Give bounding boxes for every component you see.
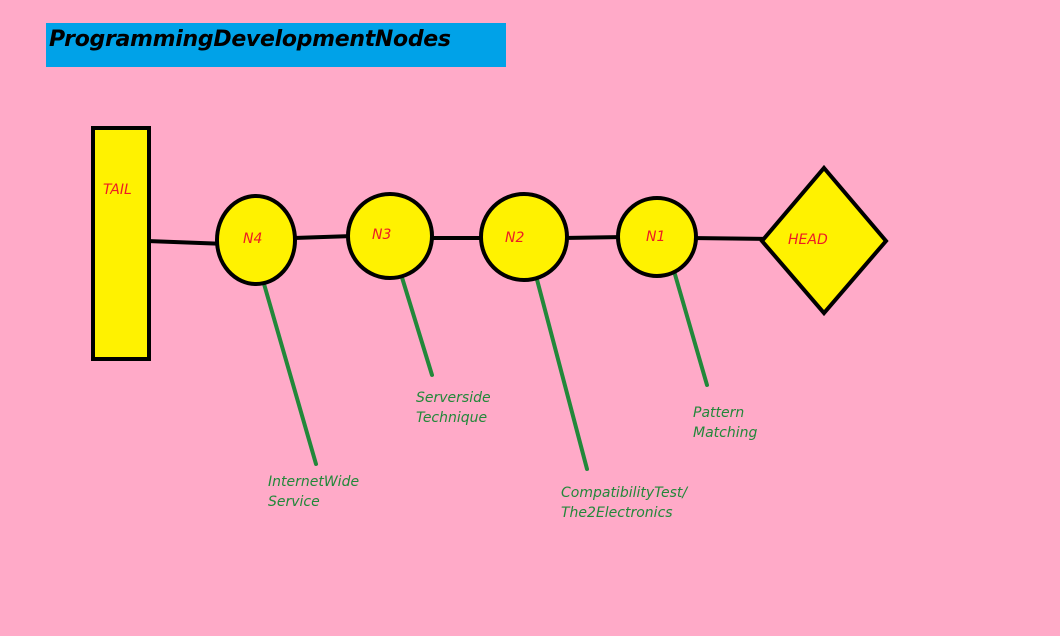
connector-n4-n3 xyxy=(292,234,355,240)
node-n4-label: N4 xyxy=(243,231,262,247)
annotation-n1-line2: Matching xyxy=(693,425,757,441)
head-label: HEAD xyxy=(788,232,828,248)
annotation-line-n2 xyxy=(533,270,589,471)
head-node: HEAD xyxy=(759,164,889,317)
connectors xyxy=(145,234,772,246)
annotation-line-n3 xyxy=(398,269,434,377)
node-n1-label: N1 xyxy=(646,229,665,245)
connector-n1-head xyxy=(688,236,772,241)
annotation-n4: InternetWide Service xyxy=(268,474,359,510)
annotation-n3-line2: Technique xyxy=(416,410,487,426)
diagram-title: ProgrammingDevelopmentNodes xyxy=(49,27,451,52)
node-n3: N3 xyxy=(346,192,434,280)
annotation-n4-line2: Service xyxy=(268,494,320,510)
head-shape xyxy=(759,164,889,317)
annotation-n3-line1: Serverside xyxy=(416,390,491,406)
annotation-n1-line1: Pattern xyxy=(693,405,744,421)
node-n1-circle xyxy=(616,196,698,278)
annotation-n4-line1: InternetWide xyxy=(268,474,359,490)
node-n3-label: N3 xyxy=(372,227,391,243)
node-n1: N1 xyxy=(616,196,698,278)
node-n3-circle xyxy=(346,192,434,280)
tail-node: TAIL xyxy=(91,126,151,361)
annotation-n3: Serverside Technique xyxy=(416,390,491,426)
node-n2-circle xyxy=(479,192,569,282)
node-n4: N4 xyxy=(215,194,297,286)
annotation-line-n1 xyxy=(672,269,709,387)
annotation-n2-line1: CompatibilityTest/ xyxy=(561,485,688,501)
node-n2: N2 xyxy=(479,192,569,282)
node-n2-label: N2 xyxy=(505,230,524,246)
tail-shape xyxy=(91,126,151,361)
annotation-line-n4 xyxy=(260,275,318,466)
connector-tail-n4 xyxy=(145,239,229,246)
annotation-n2: CompatibilityTest/ The2Electronics xyxy=(561,485,688,521)
node-n4-circle xyxy=(215,194,297,286)
annotation-n1: Pattern Matching xyxy=(693,405,757,441)
title-bar: ProgrammingDevelopmentNodes xyxy=(46,23,506,67)
annotation-n2-line2: The2Electronics xyxy=(561,505,673,521)
annotation-lines xyxy=(260,269,709,471)
tail-label: TAIL xyxy=(103,182,132,198)
connector-n2-n1 xyxy=(561,235,627,240)
